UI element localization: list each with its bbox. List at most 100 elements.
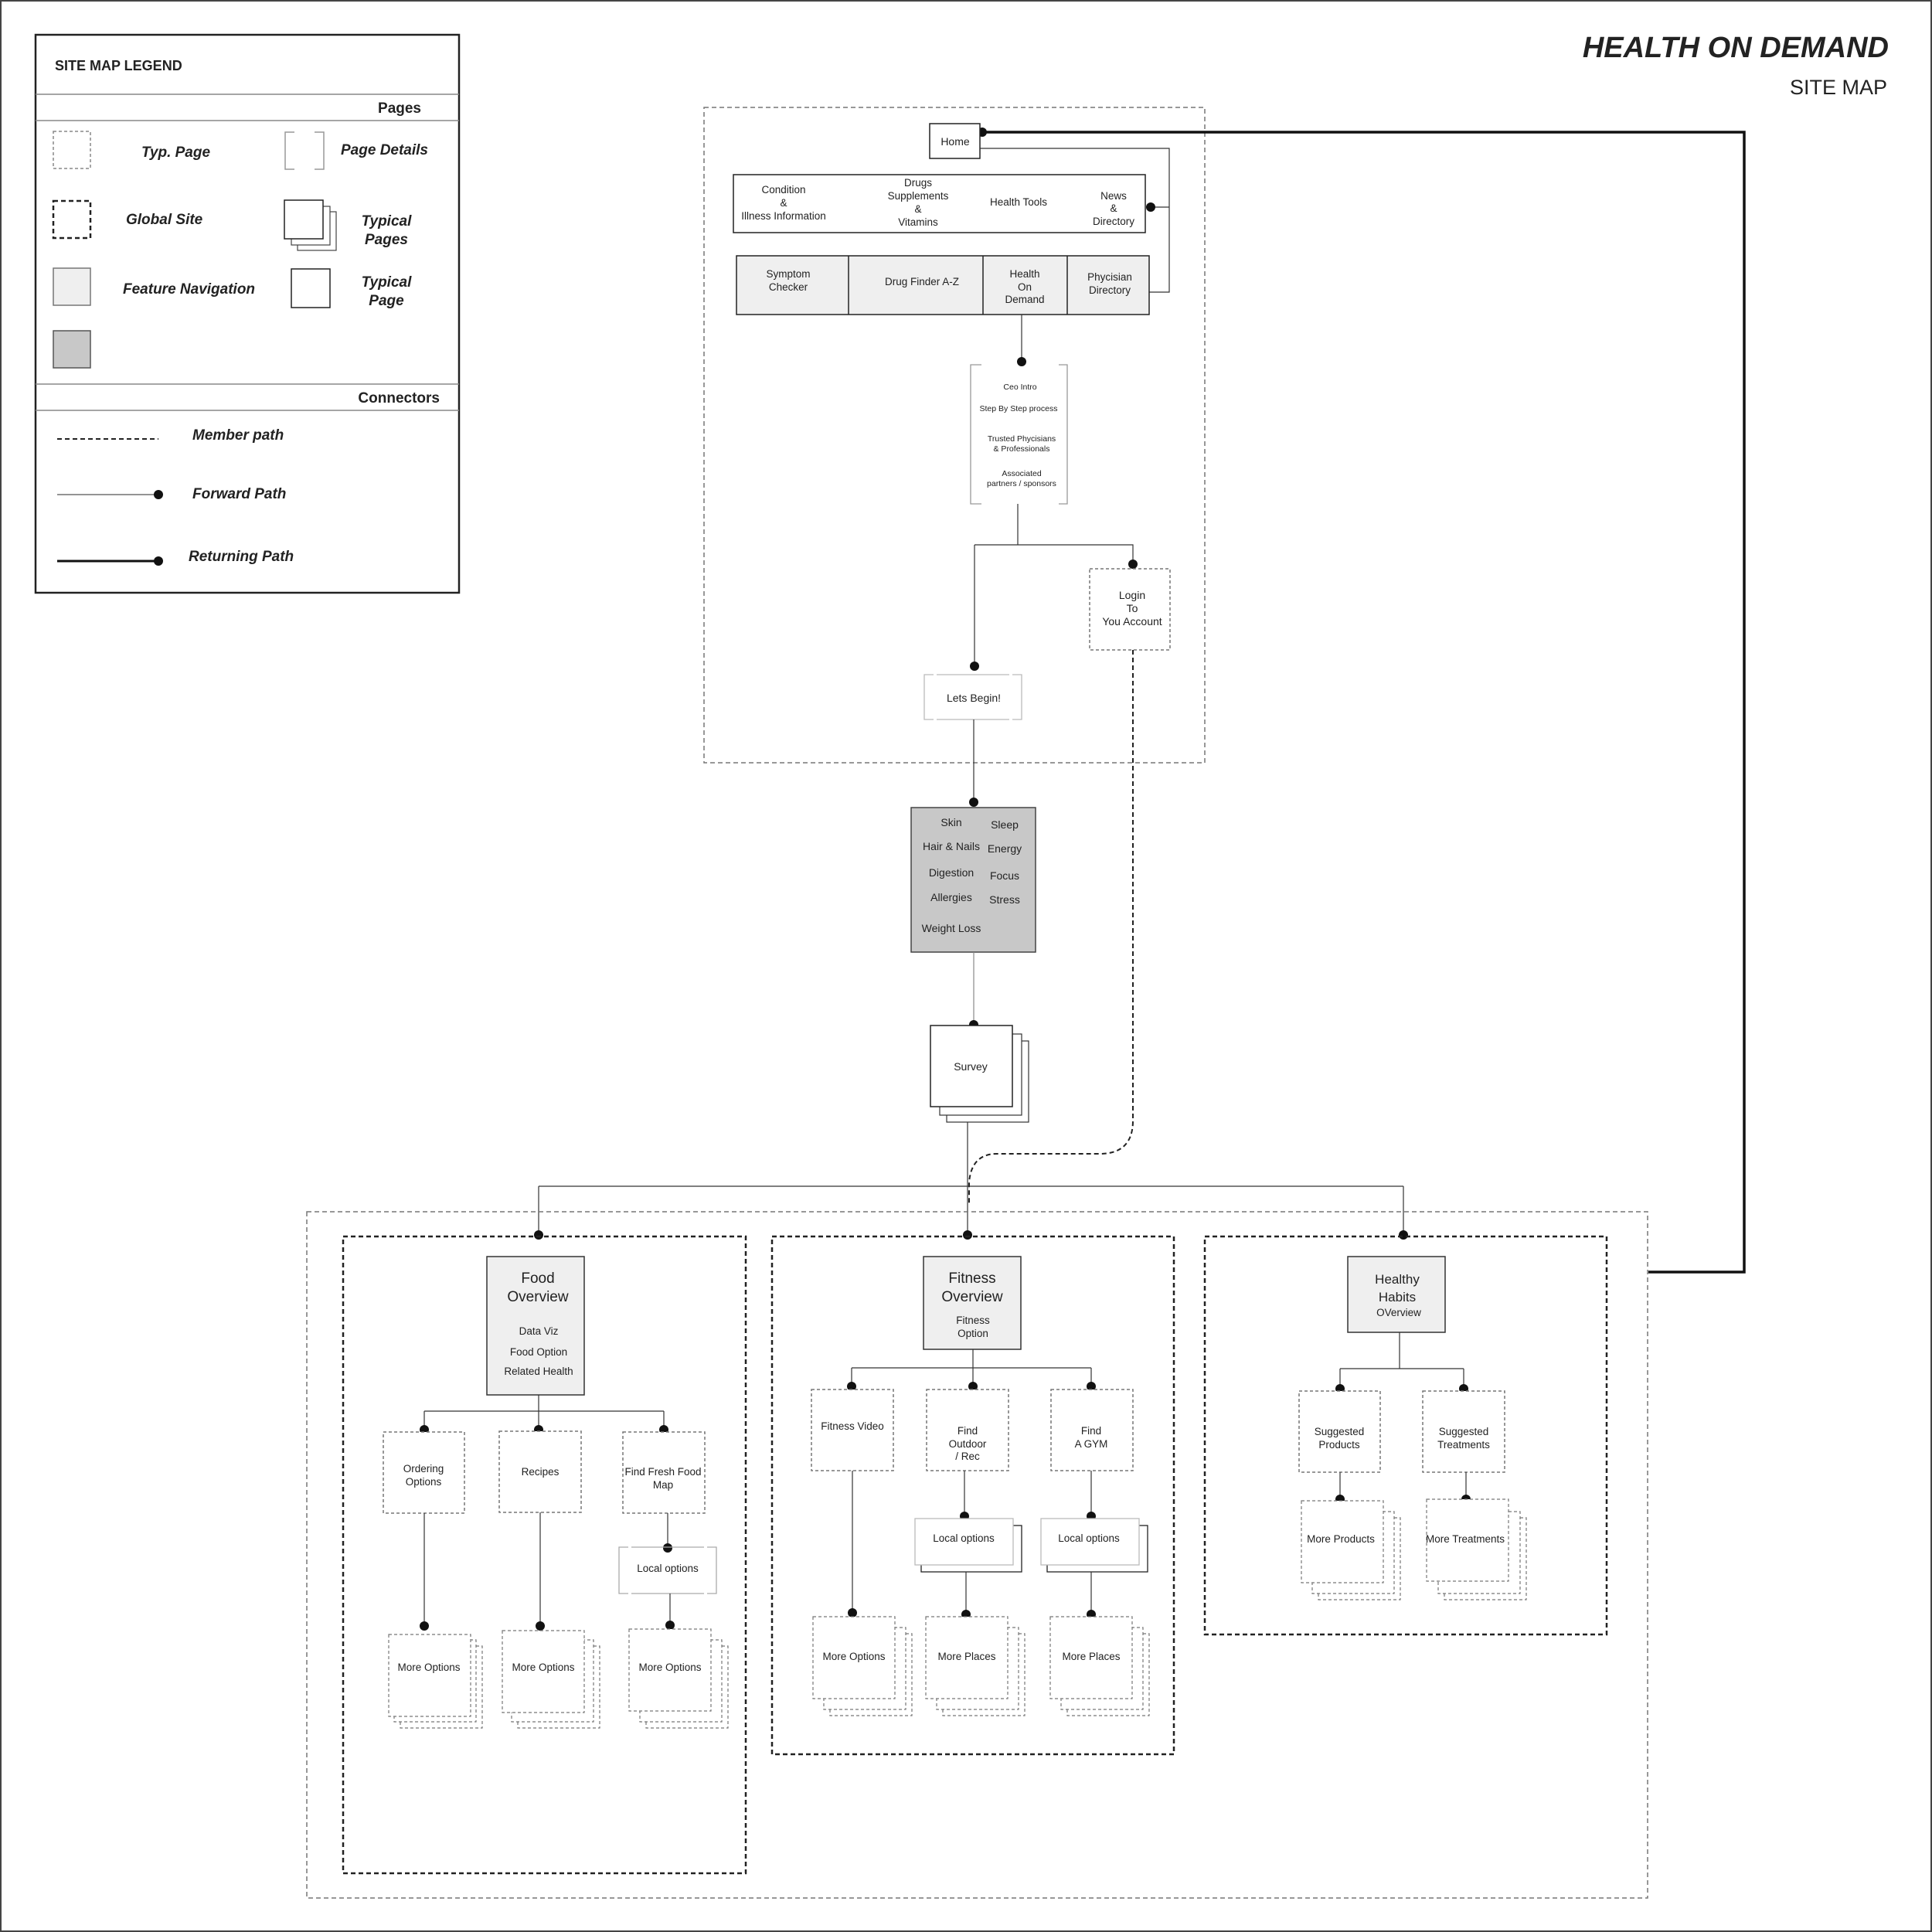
- food-recipes-more-options-label: More Options: [512, 1662, 574, 1673]
- category-allergies: Allergies: [930, 891, 972, 903]
- habits-treatments-line-1: Suggested: [1439, 1426, 1489, 1437]
- legend-forward-path-label: Forward Path: [192, 486, 286, 502]
- member-path-connector: [968, 650, 1134, 1206]
- food-ordering-options-box: [383, 1431, 465, 1514]
- login-line-1: Login: [1119, 589, 1145, 601]
- legend-typical-pages-label-1: Typical: [362, 213, 412, 230]
- habits-more-products-label: More Products: [1307, 1533, 1375, 1545]
- nav-drugs-line-4: Vitamins: [898, 216, 938, 228]
- legend-global-site-swatch: [52, 199, 92, 240]
- fitness-video-box: [811, 1389, 894, 1471]
- food-fresh-more-options-label: More Options: [638, 1662, 701, 1673]
- survey-fanout-connector: [538, 1122, 1404, 1235]
- feature-drug-finder: Drug Finder A-Z: [885, 276, 959, 287]
- nav-drugs-line-3: &: [914, 203, 921, 215]
- feature-health-on-demand: Health On Demand: [1005, 268, 1044, 305]
- habits-suggested-treatments-box: [1422, 1390, 1505, 1473]
- site-map-legend: SITE MAP LEGEND Pages Typ. Page Page Det…: [34, 33, 461, 594]
- legend-page-details-swatch: [284, 131, 325, 170]
- fitness-gym-box: [1050, 1389, 1134, 1471]
- login-line-3: You Account: [1102, 615, 1162, 628]
- survey-label: Survey: [954, 1060, 988, 1073]
- food-section-region: [342, 1235, 747, 1875]
- legend-returning-path-label: Returning Path: [189, 549, 294, 565]
- legend-typical-page-swatch: [291, 268, 331, 308]
- food-local-options-box: [618, 1546, 717, 1594]
- food-fresh-food-box: [622, 1431, 706, 1514]
- global-navigation-bar: [733, 174, 1146, 233]
- habits-products-line-2: Products: [1318, 1439, 1360, 1451]
- food-local-options-label: Local options: [637, 1563, 699, 1574]
- fitness-gym-more-places-stack: [1049, 1616, 1150, 1716]
- legend-connectors-heading: Connectors: [358, 390, 440, 406]
- food-ordering-line-2: Options: [406, 1476, 442, 1488]
- category-sleep: Sleep: [991, 818, 1019, 831]
- category-stress: Stress: [989, 893, 1020, 906]
- food-fresh-food-line-1: Find Fresh Food: [624, 1466, 701, 1478]
- nav-drugs-line-1: Drugs: [904, 177, 932, 189]
- legend-typical-pages-label-2: Pages: [365, 232, 408, 248]
- food-ordering-line-1: Ordering: [403, 1463, 444, 1475]
- fitness-gym-local-options-label: Local options: [1058, 1532, 1120, 1544]
- feature-physician-directory: Phycisian Directory: [1087, 271, 1132, 296]
- legend-feature-navigation-swatch: [53, 267, 91, 306]
- category-digestion: Digestion: [929, 866, 974, 879]
- legend-page-details-label: Page Details: [341, 142, 428, 158]
- food-item-related-health: Related Health: [504, 1366, 573, 1377]
- intro-line-partners-2: partners / sponsors: [987, 479, 1056, 488]
- fitness-outdoor-more-places-stack: [925, 1616, 1026, 1716]
- food-recipes-box: [498, 1430, 582, 1513]
- nav-condition-line-2: &: [780, 197, 787, 209]
- diagram-subtitle: SITE MAP: [1790, 76, 1887, 99]
- member-area-region: [306, 1211, 1648, 1899]
- legend-typical-page-label-2: Page: [369, 293, 404, 309]
- fitness-outdoor-line-1: Find: [957, 1425, 978, 1437]
- habits-products-line-1: Suggested: [1315, 1426, 1365, 1437]
- legend-category-swatch: [53, 330, 91, 369]
- legend-typical-page-label-1: Typical: [362, 274, 412, 291]
- survey-pages-stack: [930, 1025, 1029, 1123]
- fitness-video-more-options-label: More Options: [822, 1651, 885, 1662]
- food-overview-box: [486, 1256, 585, 1396]
- nav-news: News & Directory: [1093, 190, 1134, 227]
- diagram-title: HEALTH ON DEMAND: [1583, 32, 1889, 64]
- nav-condition: Condition & Illness Information: [741, 184, 826, 222]
- fitness-title-line-2: Overview: [941, 1289, 1002, 1305]
- feature-symptom-checker: Symptom Checker: [766, 268, 810, 293]
- category-skin: Skin: [940, 816, 961, 828]
- habits-more-products-stack: [1301, 1500, 1401, 1600]
- fitness-video-label: Fitness Video: [821, 1420, 884, 1432]
- food-recipes-label: Recipes: [522, 1466, 560, 1478]
- feature-physician-line-2: Directory: [1089, 284, 1131, 296]
- fitness-video-more-options-stack: [812, 1616, 913, 1716]
- fitness-outdoor-line-3: / Rec: [955, 1451, 980, 1462]
- lets-begin-box: [923, 674, 1022, 720]
- feature-navigation-bar: [736, 255, 1150, 315]
- health-categories-box: [910, 807, 1036, 953]
- public-site-region: [703, 107, 1206, 764]
- feature-hod-line-2: On: [1018, 281, 1032, 293]
- category-energy: Energy: [988, 842, 1022, 855]
- legend-feature-navigation-label: Feature Navigation: [123, 281, 255, 298]
- nav-news-line-3: Directory: [1093, 216, 1134, 227]
- fitness-gym-local-options-box: [1040, 1518, 1148, 1573]
- food-ordering-more-options-label: More Options: [397, 1662, 460, 1673]
- login-line-2: To: [1127, 602, 1138, 614]
- intro-line-ceo: Ceo Intro: [1003, 383, 1036, 392]
- home-page-box: [929, 123, 981, 159]
- intro-line-trusted-1: Trusted Phycisians: [988, 434, 1056, 444]
- intro-line-steps: Step By Step process: [980, 404, 1058, 413]
- category-hair-nails: Hair & Nails: [923, 840, 980, 852]
- food-fanout-connector: [423, 1395, 665, 1430]
- habits-title-line-2: Habits: [1379, 1290, 1416, 1304]
- habits-treatments-line-2: Treatments: [1437, 1439, 1490, 1451]
- habits-title-line-1: Healthy: [1375, 1272, 1420, 1287]
- fitness-outdoor-more-places-label: More Places: [937, 1651, 995, 1662]
- intro-line-trusted-2: & Professionals: [994, 444, 1050, 454]
- fitness-outdoor-local-options-label: Local options: [933, 1532, 995, 1544]
- legend-global-site-label: Global Site: [126, 212, 203, 228]
- intro-page-details-box: [970, 364, 1068, 505]
